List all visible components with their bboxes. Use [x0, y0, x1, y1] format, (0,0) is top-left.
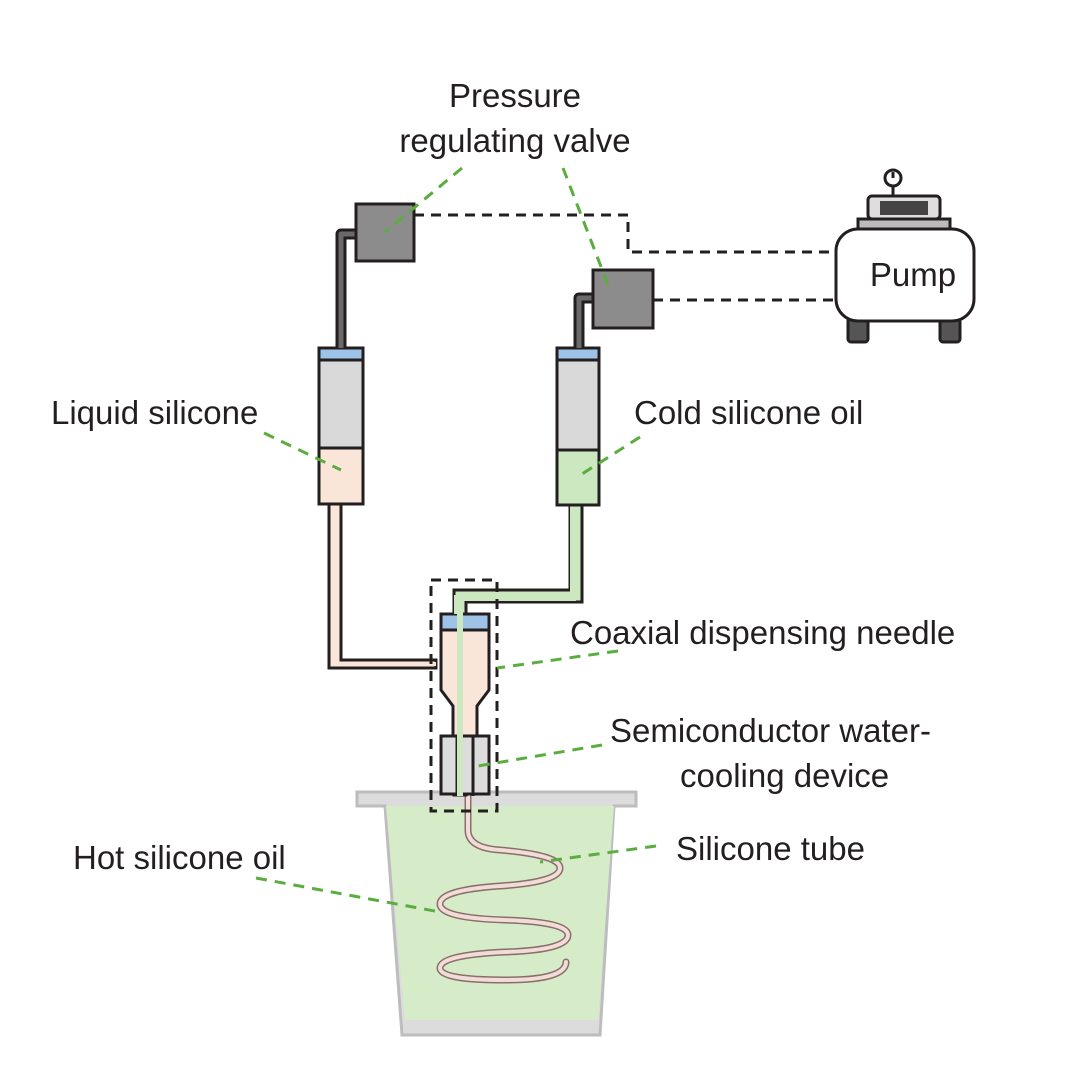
coaxial-dispensing-needle: [429, 504, 576, 813]
water-cooling-label-line1: Semiconductor water-: [610, 712, 931, 749]
pump: Pump: [834, 168, 976, 344]
pressure-valve-left: [354, 202, 416, 263]
cold-oil-fill: [555, 448, 601, 507]
air-supply-lines: [414, 213, 836, 302]
pressure-valve-label-line2: regulating valve: [399, 122, 630, 159]
liquid-silicone-syringe: [317, 346, 365, 506]
hot-silicone-oil-bath: [386, 806, 614, 1020]
valve-to-syringe-tubes: [335, 228, 593, 348]
pressure-valve-right: [591, 268, 655, 330]
needle-highlight-box: [429, 578, 499, 813]
leader-lines: [255, 166, 657, 914]
hot-silicone-oil-label: Hot silicone oil: [73, 839, 286, 876]
hot-oil-container: [355, 790, 638, 1037]
cold-oil-syringe: [555, 346, 601, 507]
silicone-tube-label: Silicone tube: [676, 830, 865, 867]
coaxial-needle-label: Coaxial dispensing needle: [570, 614, 955, 651]
pressure-valve-label-line1: Pressure: [449, 77, 581, 114]
pump-label: Pump: [870, 256, 956, 293]
water-cooling-label-line2: cooling device: [680, 757, 889, 794]
liquid-silicone-fill: [317, 446, 365, 506]
liquid-silicone-feed-line: [327, 502, 438, 670]
needle-cap: [439, 612, 491, 632]
cold-silicone-oil-label: Cold silicone oil: [634, 394, 863, 431]
liquid-silicone-label: Liquid silicone: [51, 394, 258, 431]
